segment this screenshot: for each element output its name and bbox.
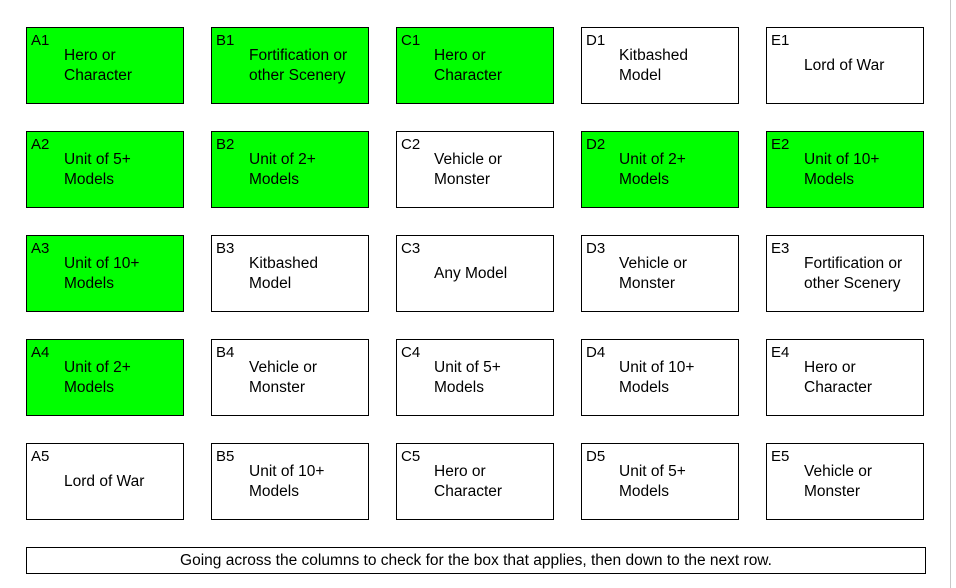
cell-code: A2 <box>31 136 50 153</box>
cell-code: A1 <box>31 32 50 49</box>
cell-label: Vehicle or Monster <box>619 254 688 292</box>
cell-code: B4 <box>216 344 235 361</box>
cell-code: B5 <box>216 448 235 465</box>
cell-code: A5 <box>31 448 50 465</box>
cell-label: Kitbashed Model <box>249 254 318 292</box>
cell-code: C2 <box>401 136 421 153</box>
cell-code: C1 <box>401 32 421 49</box>
cell-label: Unit of 2+ Models <box>619 150 686 188</box>
cell-code: C3 <box>401 240 421 257</box>
cell-label: Hero or Character <box>434 462 503 500</box>
cell-code: D4 <box>586 344 606 361</box>
cell-code: D1 <box>586 32 606 49</box>
cell-label: Unit of 5+ Models <box>64 150 131 188</box>
cell-label: Unit of 10+ Models <box>64 254 140 292</box>
cell-code: E3 <box>771 240 790 257</box>
cell-code: B2 <box>216 136 235 153</box>
cell-label: Fortification or other Scenery <box>249 46 348 84</box>
cell-label: Hero or Character <box>64 46 133 84</box>
cell-code: E2 <box>771 136 790 153</box>
page-edge-line <box>950 0 951 588</box>
cell-code: E1 <box>771 32 790 49</box>
cell-label: Unit of 10+ Models <box>804 150 880 188</box>
cell-label: Vehicle or Monster <box>434 150 503 188</box>
instructions-box: Going across the columns to check for th… <box>26 547 926 574</box>
cell-label: Vehicle or Monster <box>804 462 873 500</box>
cell-code: C4 <box>401 344 421 361</box>
cell-code: D2 <box>586 136 606 153</box>
cell-code: B1 <box>216 32 235 49</box>
cell-label: Lord of War <box>804 56 885 74</box>
cell-label: Hero or Character <box>804 358 873 396</box>
cell-code: C5 <box>401 448 421 465</box>
cell-code: A4 <box>31 344 50 361</box>
cell-label: Fortification or other Scenery <box>804 254 903 292</box>
cell-label: Unit of 5+ Models <box>434 358 501 396</box>
cell-label: Kitbashed Model <box>619 46 688 84</box>
cell-label: Vehicle or Monster <box>249 358 318 396</box>
cell-label: Hero or Character <box>434 46 503 84</box>
cell-label: Unit of 5+ Models <box>619 462 686 500</box>
cell-code: D5 <box>586 448 606 465</box>
instructions-text: Going across the columns to check for th… <box>180 551 772 569</box>
cell-code: E5 <box>771 448 790 465</box>
cell-label: Lord of War <box>64 472 145 490</box>
cell-label: Unit of 2+ Models <box>249 150 316 188</box>
cell-label: Unit of 10+ Models <box>249 462 325 500</box>
cell-code: A3 <box>31 240 50 257</box>
cell-label: Any Model <box>434 264 508 282</box>
cell-code: B3 <box>216 240 235 257</box>
cell-code: D3 <box>586 240 606 257</box>
cell-label: Unit of 10+ Models <box>619 358 695 396</box>
cell-label: Unit of 2+ Models <box>64 358 131 396</box>
cell-code: E4 <box>771 344 790 361</box>
